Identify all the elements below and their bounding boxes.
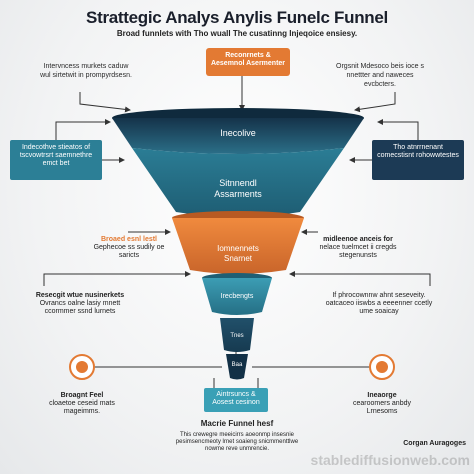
right-box-text: Tho atnrrnenant comecstisnt rohowwtestes [377,144,459,159]
page-title: Strattegic Analys Anylis Funelc Funnel [86,8,388,27]
funnel-layer-2-line-1: Sitnnendl [219,178,257,188]
funnel-layer-3 [172,218,304,274]
right-navy-box: Tho atnrrnenant comecstisnt rohowwtestes [372,140,464,180]
funnel-layer-4-label: Irecbengts [220,293,254,300]
right-mid-block: midleenoe anceis for nelace tuelmcet ii … [312,236,404,260]
top-orange-box: Reconrnets & Aesemnol Asermenter [206,48,290,76]
left-circle-note: cloaetoe ceseid mats mageimms. [49,400,115,415]
corner-label: Corgan Auragoges [403,440,466,447]
bottom-box-text: Aintrsuncs & Aosest cesinon [212,391,260,406]
bottom-title: Macrie Funnel hesf [200,419,274,428]
funnel-layer-5 [220,318,254,352]
funnel-layer-3-line-2: Snarnet [223,254,253,263]
right-circle-block: Ineaorge cearoomers anbdy Lrnesoms [340,392,424,416]
funnel-layer-3-line-1: Iomnennets [217,244,259,253]
funnel-layer-1 [112,118,364,154]
left-box-text: Indecothve stieatos of tscvowtrsrt saemn… [19,144,93,167]
left-low-block: Resecgit wtue nusinerkets Ovrancs oalne … [28,292,132,316]
left-circle-label: Broagnt Feel [60,392,104,399]
left-mid-note: Gephecoe ss sudily oe saricts [93,244,165,259]
funnel-layer-6-label: Baa [231,362,243,368]
bottom-teal-box: Aintrsuncs & Aosest cesinon [204,388,268,412]
funnel-layer-4 [202,278,272,315]
left-low-label: Resecgit wtue nusinerkets [35,292,125,299]
left-circle-block: Broagnt Feel cloaetoe ceseid mats mageim… [40,392,124,416]
funnel-layer-2-line-2: Assarments [214,189,262,199]
funnel-layer-2-label: Sitnnendl Assarments [178,178,298,200]
right-low-note: If phrocownnw ahnt seseveity. oatcaceo i… [325,292,433,315]
top-box-text: Reconrnets & Aesemnol Asermenter [210,52,286,67]
right-circle-note: cearoomers anbdy Lrnesoms [353,400,411,415]
left-mid-label: Broaed esnl lestl [100,236,158,243]
funnel-layer-1-label: Inecolive [220,128,256,138]
funnel-layer-5-label: Tnes [230,333,244,339]
right-top-note: Orgsnit Mdesoco beis ioce s nnettter and… [336,63,424,88]
watermark: stablediffusionweb.com [310,452,470,468]
funnel-layer-6 [226,354,248,380]
left-low-note: Ovrancs oalne lasiy mnett ccormmer ssnd … [39,300,121,315]
right-circle-label: Ineaorge [367,392,397,399]
funnel-layer-2 [132,148,344,217]
funnel-layer-3-label: Iomnennets Snarnet [188,244,288,264]
left-top-note: Intervncess murkets caduw wul sirtetwit … [40,63,132,79]
right-mid-label: midleenoe anceis for [323,236,393,243]
right-mid-note: nelace tuelmcet ii cregds stegenunsts [319,244,397,259]
page-subtitle: Broad funnlets with Tho wuall The cusati… [116,29,358,38]
left-mid-block: Broaed esnl lestl Gephecoe ss sudily oe … [86,236,172,260]
left-teal-box: Indecothve stieatos of tscvowtrsrt saemn… [10,140,102,180]
bottom-note: This crewegre meeicirrs aoeonmp insesnie… [175,432,299,452]
